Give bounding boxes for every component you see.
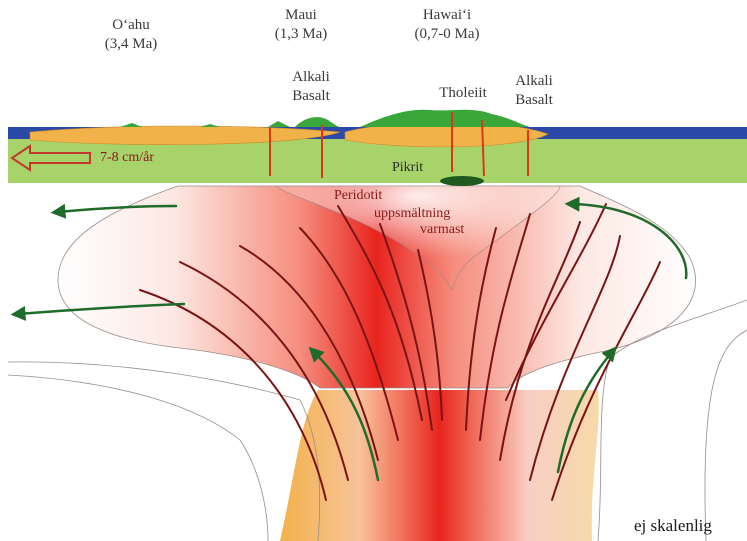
- island-age: (1,3 Ma): [266, 25, 336, 44]
- island-age: (0,7-0 Ma): [402, 25, 492, 44]
- island-name: O‘ahu: [96, 16, 166, 35]
- island-label-hawaii: Hawai‘i (0,7-0 Ma): [402, 6, 492, 44]
- peridotit-label: Peridotit: [334, 188, 382, 204]
- basalt-text: Basalt: [276, 87, 346, 106]
- basalt-text: Basalt: [506, 91, 562, 110]
- tholeiit-label: Tholeiit: [428, 84, 498, 103]
- island-label-oahu: O‘ahu (3,4 Ma): [96, 16, 166, 54]
- island-name: Hawai‘i: [402, 6, 492, 25]
- alkali-basalt-label-right: Alkali Basalt: [506, 72, 562, 110]
- mantle-boundary-far-left: [8, 375, 268, 541]
- pikrit-body: [440, 176, 484, 186]
- mantle-boundary-far-right: [705, 330, 747, 541]
- alkali-text: Alkali: [506, 72, 562, 91]
- alkali-text: Alkali: [276, 68, 346, 87]
- island-label-maui: Maui (1,3 Ma): [266, 6, 336, 44]
- island-maui: [295, 117, 340, 127]
- melting-label: uppsmältning: [374, 206, 450, 222]
- island-name: Maui: [266, 6, 336, 25]
- alkali-basalt-label-left: Alkali Basalt: [276, 68, 346, 106]
- island-hawaii: [360, 110, 530, 127]
- pikrit-label: Pikrit: [392, 160, 423, 176]
- scale-note: ej skalenlig: [634, 516, 712, 536]
- plate-motion-label: 7-8 cm/år: [100, 150, 154, 166]
- tholeiit-text: Tholeiit: [439, 85, 487, 101]
- hottest-label: varmast: [420, 222, 464, 238]
- mantle-boundary-left: [8, 362, 320, 541]
- island-age: (3,4 Ma): [96, 35, 166, 54]
